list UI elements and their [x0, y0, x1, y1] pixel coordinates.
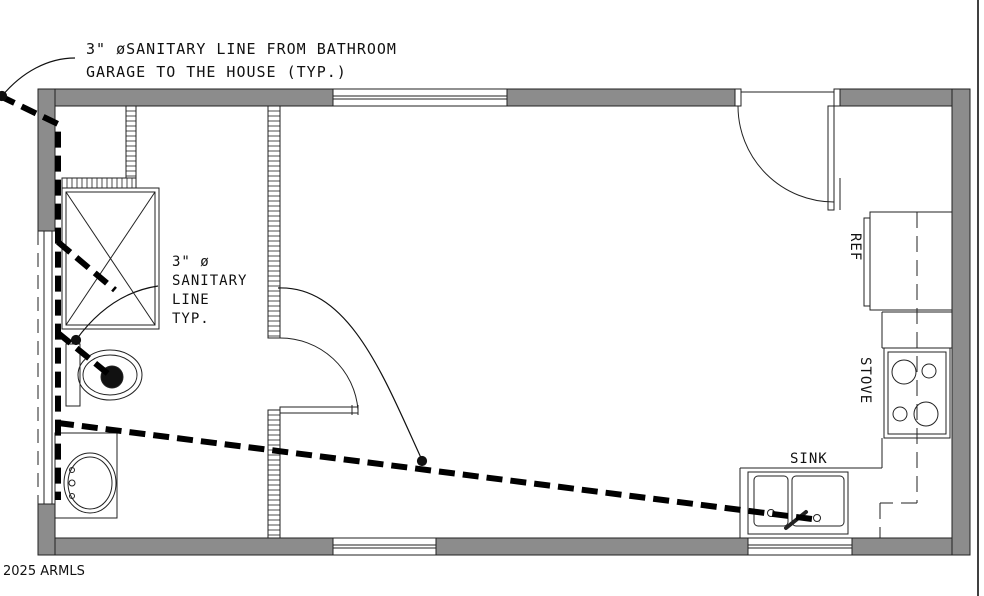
wall-hatching — [66, 110, 280, 536]
refrigerator — [863, 211, 953, 311]
main-note-line1: 3" øSANITARY LINE FROM BATHROOM — [86, 40, 397, 58]
windows — [37, 88, 853, 556]
kitchen-line-leader — [277, 287, 423, 461]
kitchen-drain-line — [57, 420, 821, 523]
shower — [61, 187, 160, 330]
window-bottom-right — [747, 537, 853, 556]
local-note-line1: 3" ø — [172, 254, 210, 270]
window-bottom-left — [332, 537, 437, 556]
toilet-drain-line — [56, 330, 114, 380]
local-note-line2: SANITARY — [172, 273, 247, 289]
top-wall-right — [839, 88, 971, 107]
interior-walls — [61, 105, 281, 539]
bottom-wall-mid — [435, 537, 749, 556]
main-note-line2: GARAGE TO THE HOUSE (TYP.) — [86, 63, 347, 81]
kitchen-sink — [747, 471, 849, 535]
stove — [883, 347, 951, 439]
ref-label: REF — [847, 233, 863, 261]
bathroom-door — [279, 337, 359, 415]
copyright: 2025 ARMLS — [3, 564, 85, 579]
main-sanitary-line — [0, 93, 61, 500]
counter — [739, 212, 952, 538]
top-wall-left — [37, 88, 334, 107]
sink-label: SINK — [790, 451, 828, 467]
bottom-wall-left — [37, 537, 334, 556]
right-wall — [951, 88, 971, 556]
leaders — [0, 57, 428, 467]
local-note-line3: LINE — [172, 292, 210, 308]
top-wall-mid — [506, 88, 736, 107]
left-wall-lower — [37, 503, 56, 556]
entry-door — [734, 88, 841, 211]
lavatory — [54, 432, 118, 519]
sanitary-lines — [0, 93, 821, 523]
local-note-line4: TYP. — [172, 311, 210, 327]
main-note-leader — [1, 57, 76, 97]
stove-label: STOVE — [857, 357, 873, 404]
exterior-walls — [37, 88, 971, 556]
local-note-leader — [75, 285, 159, 341]
left-wall-upper — [37, 88, 56, 232]
shower-drain-line — [56, 239, 117, 293]
window-top — [332, 88, 508, 107]
toilet — [65, 343, 143, 407]
